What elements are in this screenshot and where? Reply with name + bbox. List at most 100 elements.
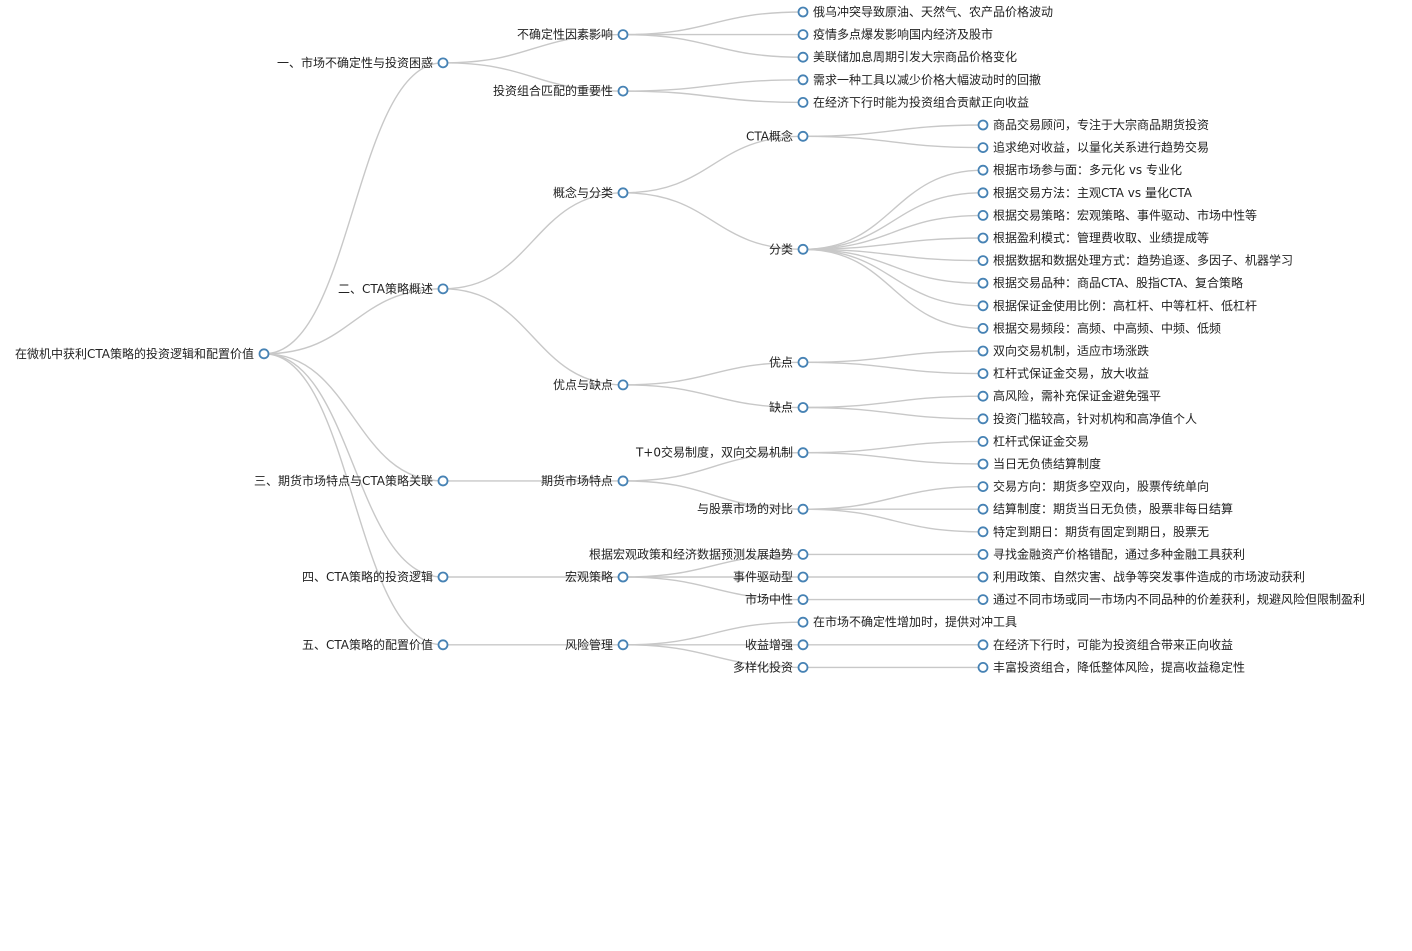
mindmap-node-mindmap-root-children-1-children-1[interactable]: 优点与缺点 <box>553 377 629 392</box>
node-circle-icon[interactable] <box>617 85 629 97</box>
node-circle-icon[interactable] <box>977 209 989 221</box>
mindmap-node-mindmap-root-children-3-children-0-children-1[interactable]: 事件驱动型 <box>733 570 809 584</box>
node-circle-icon[interactable] <box>617 475 629 487</box>
mindmap-node-mindmap-root-children-2-children-0-children-0-children-0[interactable]: 杠杆式保证金交易 <box>977 433 1090 448</box>
mindmap-node-mindmap-root-children-0-children-1-children-0[interactable]: 需求一种工具以减少价格大幅波动时的回撤 <box>797 72 1042 87</box>
mindmap-node-mindmap-root-children-1-children-0-children-1-children-5[interactable]: 根据交易品种：商品CTA、股指CTA、复合策略 <box>977 275 1243 290</box>
node-circle-icon[interactable] <box>797 503 809 515</box>
mindmap-node-mindmap-root-children-1-children-0-children-0-children-0[interactable]: 商品交易顾问，专注于大宗商品期货投资 <box>977 117 1210 132</box>
node-circle-icon[interactable] <box>977 662 989 673</box>
mindmap-node-mindmap-root-children-2-children-0[interactable]: 期货市场特点 <box>541 473 629 488</box>
node-circle-icon[interactable] <box>977 390 989 402</box>
node-circle-icon[interactable] <box>977 526 989 538</box>
mindmap-node-mindmap-root-children-2-children-0-children-0-children-1[interactable]: 当日无负债结算制度 <box>977 456 1102 471</box>
node-circle-icon[interactable] <box>977 187 989 199</box>
node-circle-icon[interactable] <box>977 503 989 515</box>
mindmap-node-mindmap-root[interactable]: 在微机中获利CTA策略的投资逻辑和配置价值 <box>15 346 270 361</box>
mindmap-node-mindmap-root-children-0-children-0-children-2[interactable]: 美联储加息周期引发大宗商品价格变化 <box>797 49 1018 64</box>
node-circle-icon[interactable] <box>617 571 629 583</box>
node-circle-icon[interactable] <box>797 639 809 651</box>
mindmap-node-mindmap-root-children-4-children-0-children-1[interactable]: 收益增强 <box>745 638 809 652</box>
mindmap-node-mindmap-root-children-3-children-0-children-2-children-0[interactable]: 通过不同市场或同一市场内不同品种的价差获利，规避风险但限制盈利 <box>977 592 1366 607</box>
node-circle-icon[interactable] <box>797 130 809 142</box>
node-circle-icon[interactable] <box>977 594 989 605</box>
mindmap-node-mindmap-root-children-3-children-0-children-2[interactable]: 市场中性 <box>745 592 809 607</box>
mindmap-node-mindmap-root-children-3-children-0[interactable]: 宏观策略 <box>565 569 629 584</box>
mindmap-node-mindmap-root-children-4-children-0-children-1-children-0[interactable]: 在经济下行时，可能为投资组合带来正向收益 <box>977 637 1234 652</box>
mindmap-node-mindmap-root-children-1-children-1-children-0-children-0[interactable]: 双向交易机制，适应市场涨跌 <box>977 343 1150 358</box>
node-circle-icon[interactable] <box>258 348 270 360</box>
mindmap-node-mindmap-root-children-0-children-0-children-1[interactable]: 疫情多点爆发影响国内经济及股市 <box>797 27 994 42</box>
node-circle-icon[interactable] <box>797 616 809 628</box>
mindmap-node-mindmap-root-children-1-children-0-children-1-children-0[interactable]: 根据市场参与面：多元化 vs 专业化 <box>977 162 1182 177</box>
node-circle-icon[interactable] <box>977 549 989 560</box>
mindmap-node-mindmap-root-children-1-children-1-children-1-children-1[interactable]: 投资门槛较高，针对机构和高净值个人 <box>977 411 1198 426</box>
mindmap-node-mindmap-root-children-1-children-0-children-1-children-6[interactable]: 根据保证金使用比例：高杠杆、中等杠杆、低杠杆 <box>977 298 1258 313</box>
node-circle-icon[interactable] <box>797 6 809 18</box>
mindmap-node-mindmap-root-children-3[interactable]: 四、CTA策略的投资逻辑 <box>302 569 449 584</box>
node-circle-icon[interactable] <box>617 187 629 199</box>
node-circle-icon[interactable] <box>977 164 989 176</box>
mindmap-node-mindmap-root-children-2-children-0-children-1-children-1[interactable]: 结算制度：期货当日无负债，股票非每日结算 <box>977 501 1234 516</box>
node-circle-icon[interactable] <box>797 447 809 459</box>
node-circle-icon[interactable] <box>977 322 989 334</box>
node-circle-icon[interactable] <box>617 639 629 651</box>
mindmap-node-mindmap-root-children-1-children-0-children-1-children-1[interactable]: 根据交易方法：主观CTA vs 量化CTA <box>977 185 1193 200</box>
mindmap-node-mindmap-root-children-1-children-0-children-1-children-3[interactable]: 根据盈利模式：管理费收取、业绩提成等 <box>977 230 1210 245</box>
mindmap-node-mindmap-root-children-1-children-0[interactable]: 概念与分类 <box>553 185 629 200</box>
mindmap-node-mindmap-root-children-3-children-0-children-1-children-0[interactable]: 利用政策、自然灾害、战争等突发事件造成的市场波动获利 <box>977 569 1306 584</box>
node-circle-icon[interactable] <box>437 639 449 651</box>
node-circle-icon[interactable] <box>797 549 809 560</box>
mindmap-node-mindmap-root-children-1-children-1-children-1[interactable]: 缺点 <box>769 400 809 415</box>
mindmap-node-mindmap-root-children-4-children-0-children-2-children-0[interactable]: 丰富投资组合，降低整体风险，提高收益稳定性 <box>977 659 1246 674</box>
node-circle-icon[interactable] <box>617 29 629 40</box>
mindmap-node-mindmap-root-children-1-children-0-children-1-children-7[interactable]: 根据交易频段：高频、中高频、中频、低频 <box>977 320 1222 335</box>
mindmap-node-mindmap-root-children-2-children-0-children-1-children-0[interactable]: 交易方向：期货多空双向，股票传统单向 <box>977 479 1210 494</box>
mindmap-node-mindmap-root-children-1-children-0-children-0[interactable]: CTA概念 <box>746 128 809 143</box>
node-circle-icon[interactable] <box>977 142 989 154</box>
node-circle-icon[interactable] <box>977 571 989 583</box>
node-circle-icon[interactable] <box>977 345 989 357</box>
mindmap-node-mindmap-root-children-1-children-1-children-0[interactable]: 优点 <box>769 355 809 369</box>
mindmap-node-mindmap-root-children-3-children-0-children-0-children-0[interactable]: 寻找金融资产价格错配，通过多种金融工具获利 <box>977 546 1246 561</box>
node-circle-icon[interactable] <box>797 74 809 86</box>
mindmap-node-mindmap-root-children-4-children-0-children-2[interactable]: 多样化投资 <box>733 659 809 674</box>
mindmap-node-mindmap-root-children-0-children-1[interactable]: 投资组合匹配的重要性 <box>493 83 629 98</box>
node-circle-icon[interactable] <box>977 119 989 131</box>
mindmap-node-mindmap-root-children-0-children-0[interactable]: 不确定性因素影响 <box>517 27 629 42</box>
node-circle-icon[interactable] <box>977 458 989 470</box>
node-circle-icon[interactable] <box>437 475 449 487</box>
node-circle-icon[interactable] <box>797 29 809 40</box>
node-circle-icon[interactable] <box>977 300 989 312</box>
node-circle-icon[interactable] <box>977 368 989 380</box>
node-circle-icon[interactable] <box>437 57 449 69</box>
node-circle-icon[interactable] <box>617 379 629 391</box>
node-circle-icon[interactable] <box>977 639 989 651</box>
mindmap-node-mindmap-root-children-1[interactable]: 二、CTA策略概述 <box>338 281 449 296</box>
node-circle-icon[interactable] <box>977 232 989 244</box>
mindmap-node-mindmap-root-children-1-children-0-children-1-children-4[interactable]: 根据数据和数据处理方式：趋势追逐、多因子、机器学习 <box>977 253 1294 268</box>
node-circle-icon[interactable] <box>797 243 809 255</box>
mindmap-node-mindmap-root-children-4[interactable]: 五、CTA策略的配置价值 <box>302 637 449 652</box>
mindmap-node-mindmap-root-children-1-children-1-children-1-children-0[interactable]: 高风险，需补充保证金避免强平 <box>977 388 1162 403</box>
mindmap-node-mindmap-root-children-2[interactable]: 三、期货市场特点与CTA策略关联 <box>254 473 449 488</box>
mindmap-node-mindmap-root-children-1-children-1-children-0-children-1[interactable]: 杠杆式保证金交易，放大收益 <box>977 366 1150 381</box>
mindmap-node-mindmap-root-children-0[interactable]: 一、市场不确定性与投资困惑 <box>277 55 449 70</box>
mindmap-node-mindmap-root-children-0-children-0-children-0[interactable]: 俄乌冲突导致原油、天然气、农产品价格波动 <box>797 4 1054 19</box>
node-circle-icon[interactable] <box>797 402 809 413</box>
mindmap-node-mindmap-root-children-2-children-0-children-1-children-2[interactable]: 特定到期日：期货有固定到期日，股票无 <box>977 524 1210 539</box>
mindmap-node-mindmap-root-children-1-children-0-children-0-children-1[interactable]: 追求绝对收益，以量化关系进行趋势交易 <box>977 140 1210 155</box>
node-circle-icon[interactable] <box>977 413 989 425</box>
node-circle-icon[interactable] <box>797 594 809 605</box>
mindmap-node-mindmap-root-children-1-children-0-children-1-children-2[interactable]: 根据交易策略：宏观策略、事件驱动、市场中性等 <box>977 207 1258 222</box>
node-circle-icon[interactable] <box>797 356 809 368</box>
mindmap-node-mindmap-root-children-0-children-1-children-1[interactable]: 在经济下行时能为投资组合贡献正向收益 <box>797 94 1030 109</box>
mindmap-node-mindmap-root-children-4-children-0-children-0[interactable]: 在市场不确定性增加时，提供对冲工具 <box>797 614 1018 629</box>
mindmap-node-mindmap-root-children-3-children-0-children-0[interactable]: 根据宏观政策和经济数据预测发展趋势 <box>589 546 809 561</box>
node-circle-icon[interactable] <box>977 435 989 447</box>
node-circle-icon[interactable] <box>977 481 989 493</box>
node-circle-icon[interactable] <box>797 51 809 63</box>
node-circle-icon[interactable] <box>977 277 989 289</box>
node-circle-icon[interactable] <box>437 571 449 583</box>
mindmap-node-mindmap-root-children-2-children-0-children-1[interactable]: 与股票市场的对比 <box>697 501 809 516</box>
